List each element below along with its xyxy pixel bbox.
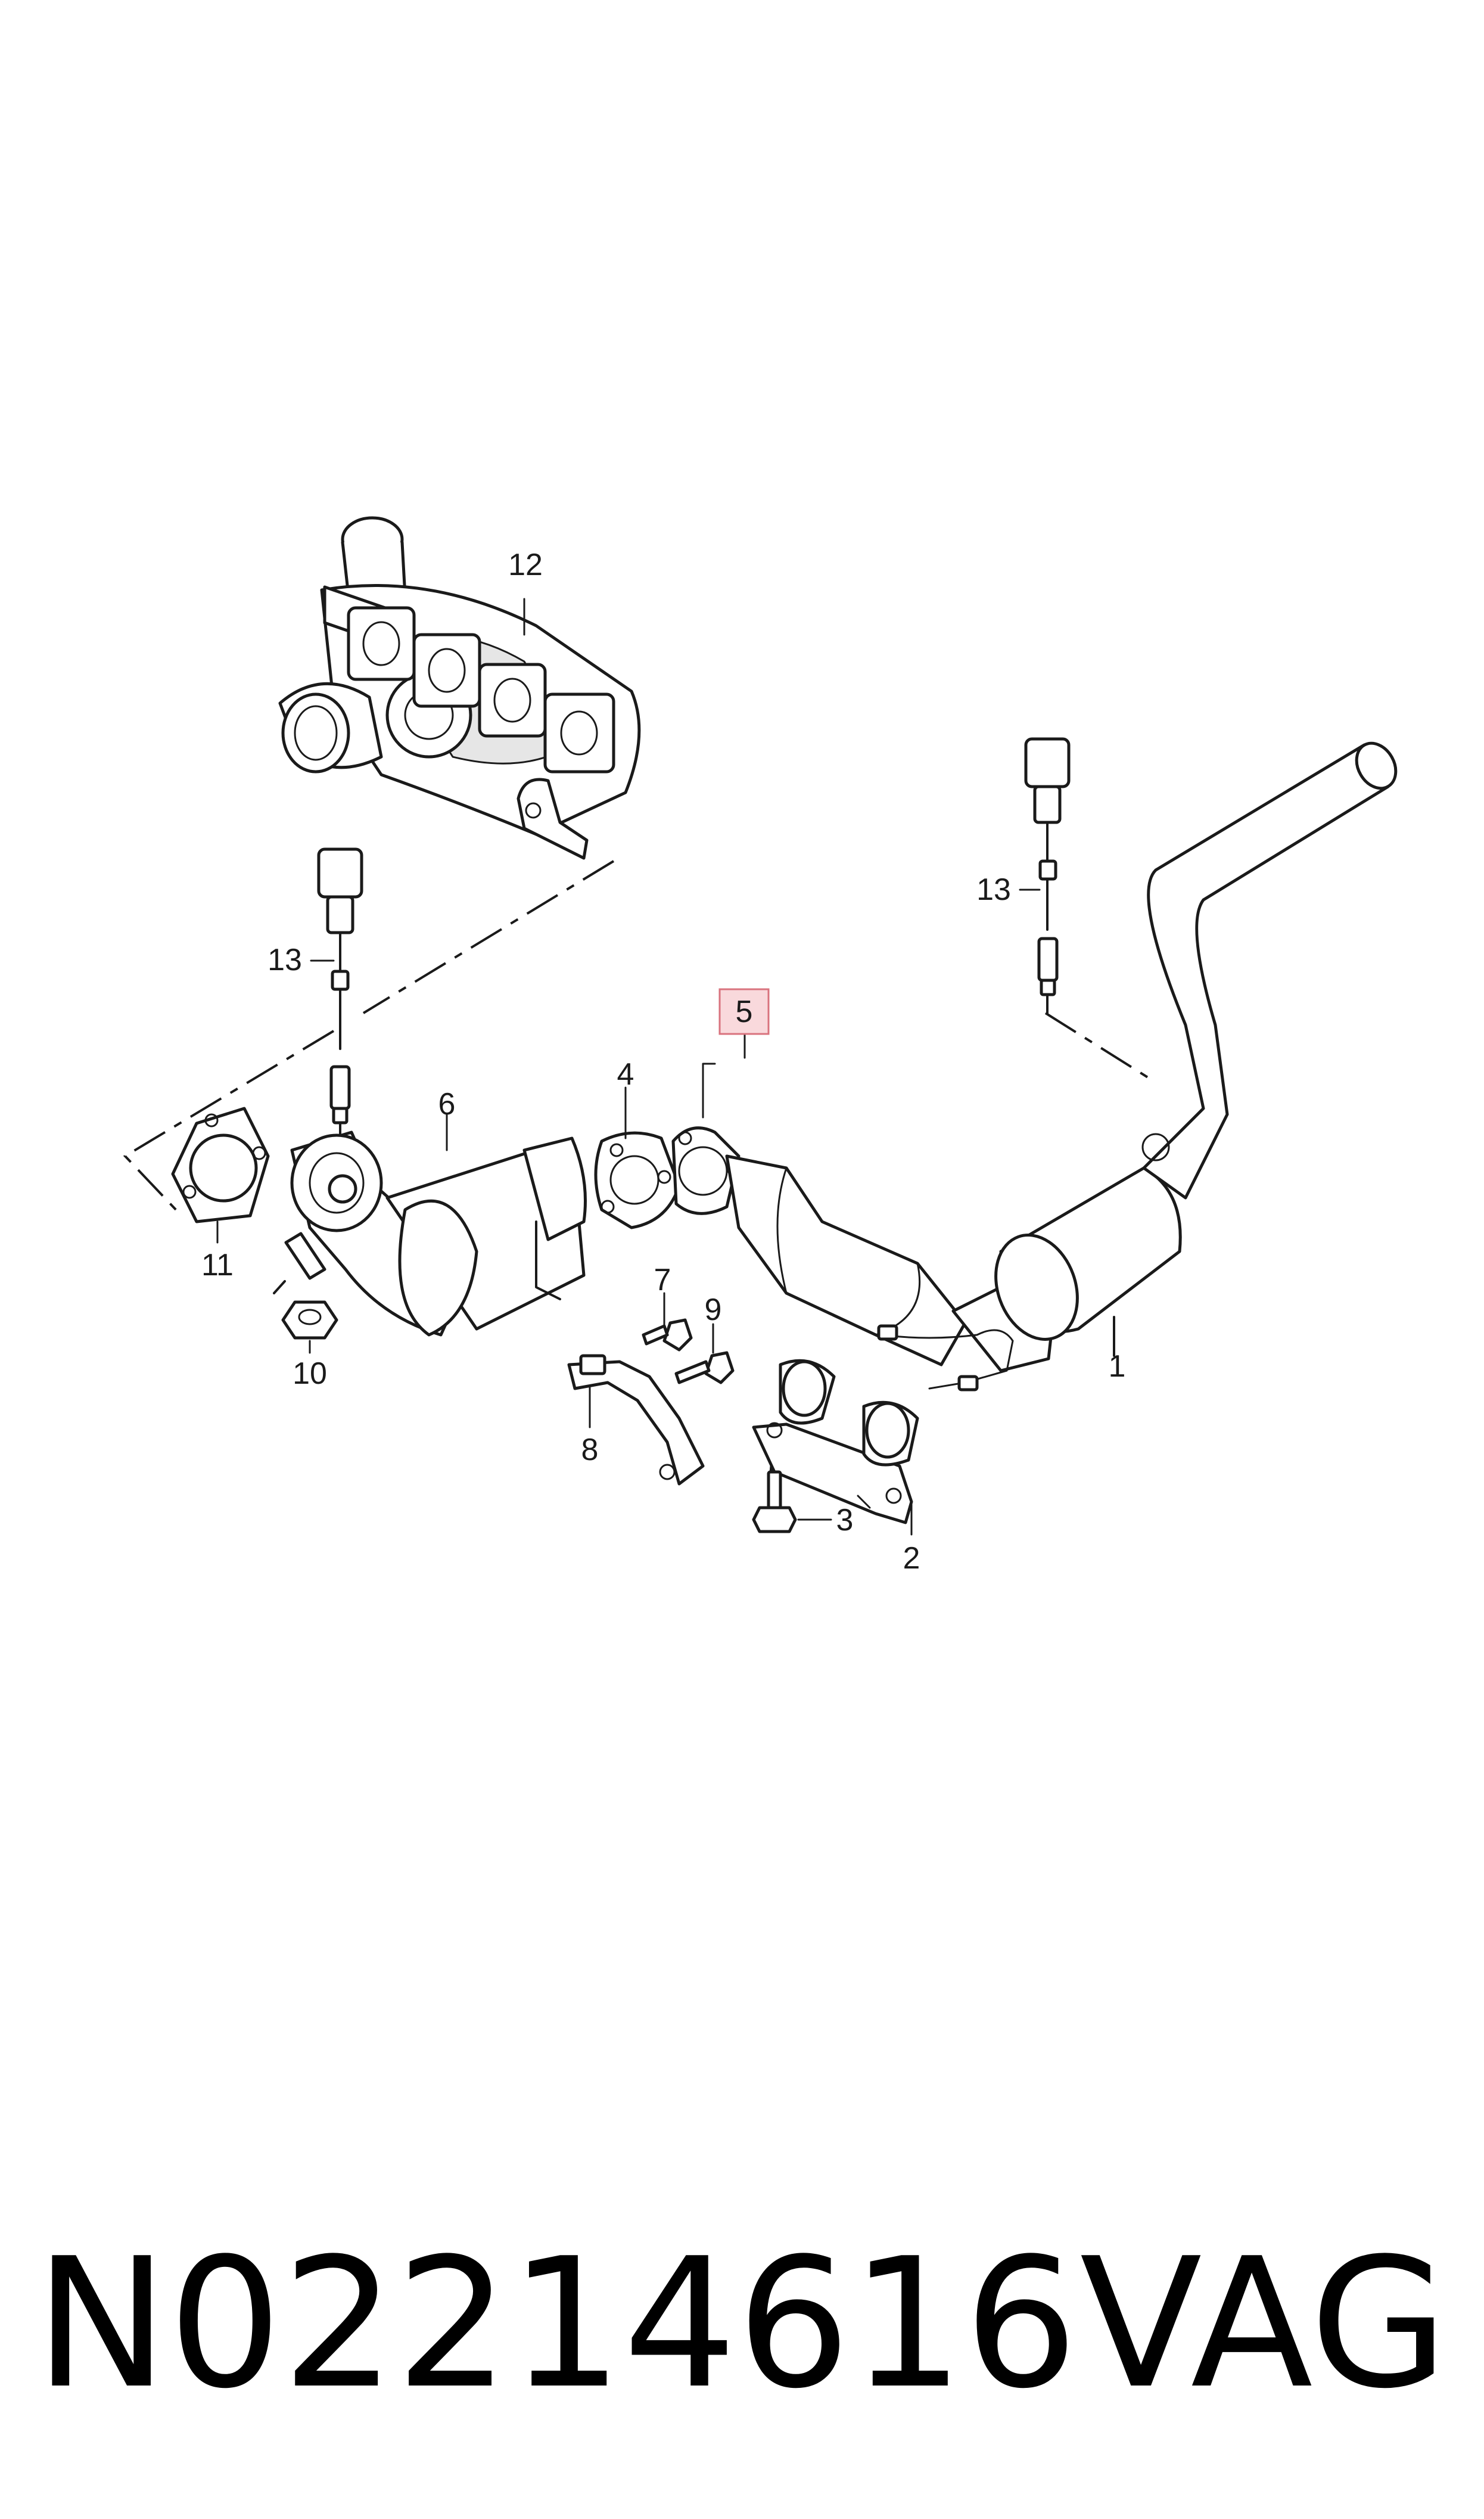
callout-9: 9 bbox=[705, 1293, 722, 1327]
bolt-3 bbox=[752, 1464, 797, 1533]
sensor-tubes bbox=[877, 1324, 1014, 1391]
callout-5-highlight bbox=[718, 988, 770, 1035]
callout-1: 1 bbox=[1109, 1349, 1126, 1384]
gasket-4 bbox=[594, 1131, 681, 1229]
callout-11: 11 bbox=[201, 1248, 234, 1282]
assembly-lines bbox=[123, 860, 1151, 1214]
bolt-7 bbox=[642, 1318, 693, 1352]
callout-labels: 12 13 13 6 4 5 11 10 7 9 8 3 2 1 bbox=[201, 548, 1125, 1576]
oxygen-sensor-right bbox=[1024, 737, 1071, 1014]
bracket-8 bbox=[567, 1354, 705, 1486]
leader-lines bbox=[216, 598, 1041, 1536]
callout-5: 5 bbox=[736, 995, 753, 1029]
gasket-11 bbox=[171, 1107, 270, 1223]
brand-name: VAG bbox=[1079, 2220, 1448, 2428]
exhaust-manifold-turbocharger bbox=[278, 516, 641, 860]
callout-4: 4 bbox=[617, 1057, 634, 1092]
oxygen-sensor-left bbox=[317, 847, 363, 1184]
callout-8: 8 bbox=[581, 1433, 599, 1467]
intermediate-pipe bbox=[671, 1126, 967, 1366]
callout-2: 2 bbox=[903, 1541, 920, 1576]
catalytic-converter-rear bbox=[951, 741, 1398, 1372]
callout-12: 12 bbox=[508, 548, 543, 582]
part-number: N02214616 bbox=[35, 2220, 1078, 2428]
catalytic-converter-front bbox=[284, 1130, 587, 1337]
callout-10: 10 bbox=[293, 1356, 327, 1391]
nut-10 bbox=[273, 1280, 338, 1340]
callout-13-left: 13 bbox=[267, 943, 302, 977]
callout-13-right: 13 bbox=[976, 872, 1011, 907]
bracket-2 bbox=[752, 1359, 919, 1524]
stud-9 bbox=[674, 1351, 735, 1384]
callout-3: 3 bbox=[836, 1503, 854, 1538]
callout-7: 7 bbox=[654, 1263, 671, 1297]
callout-6: 6 bbox=[438, 1087, 456, 1122]
